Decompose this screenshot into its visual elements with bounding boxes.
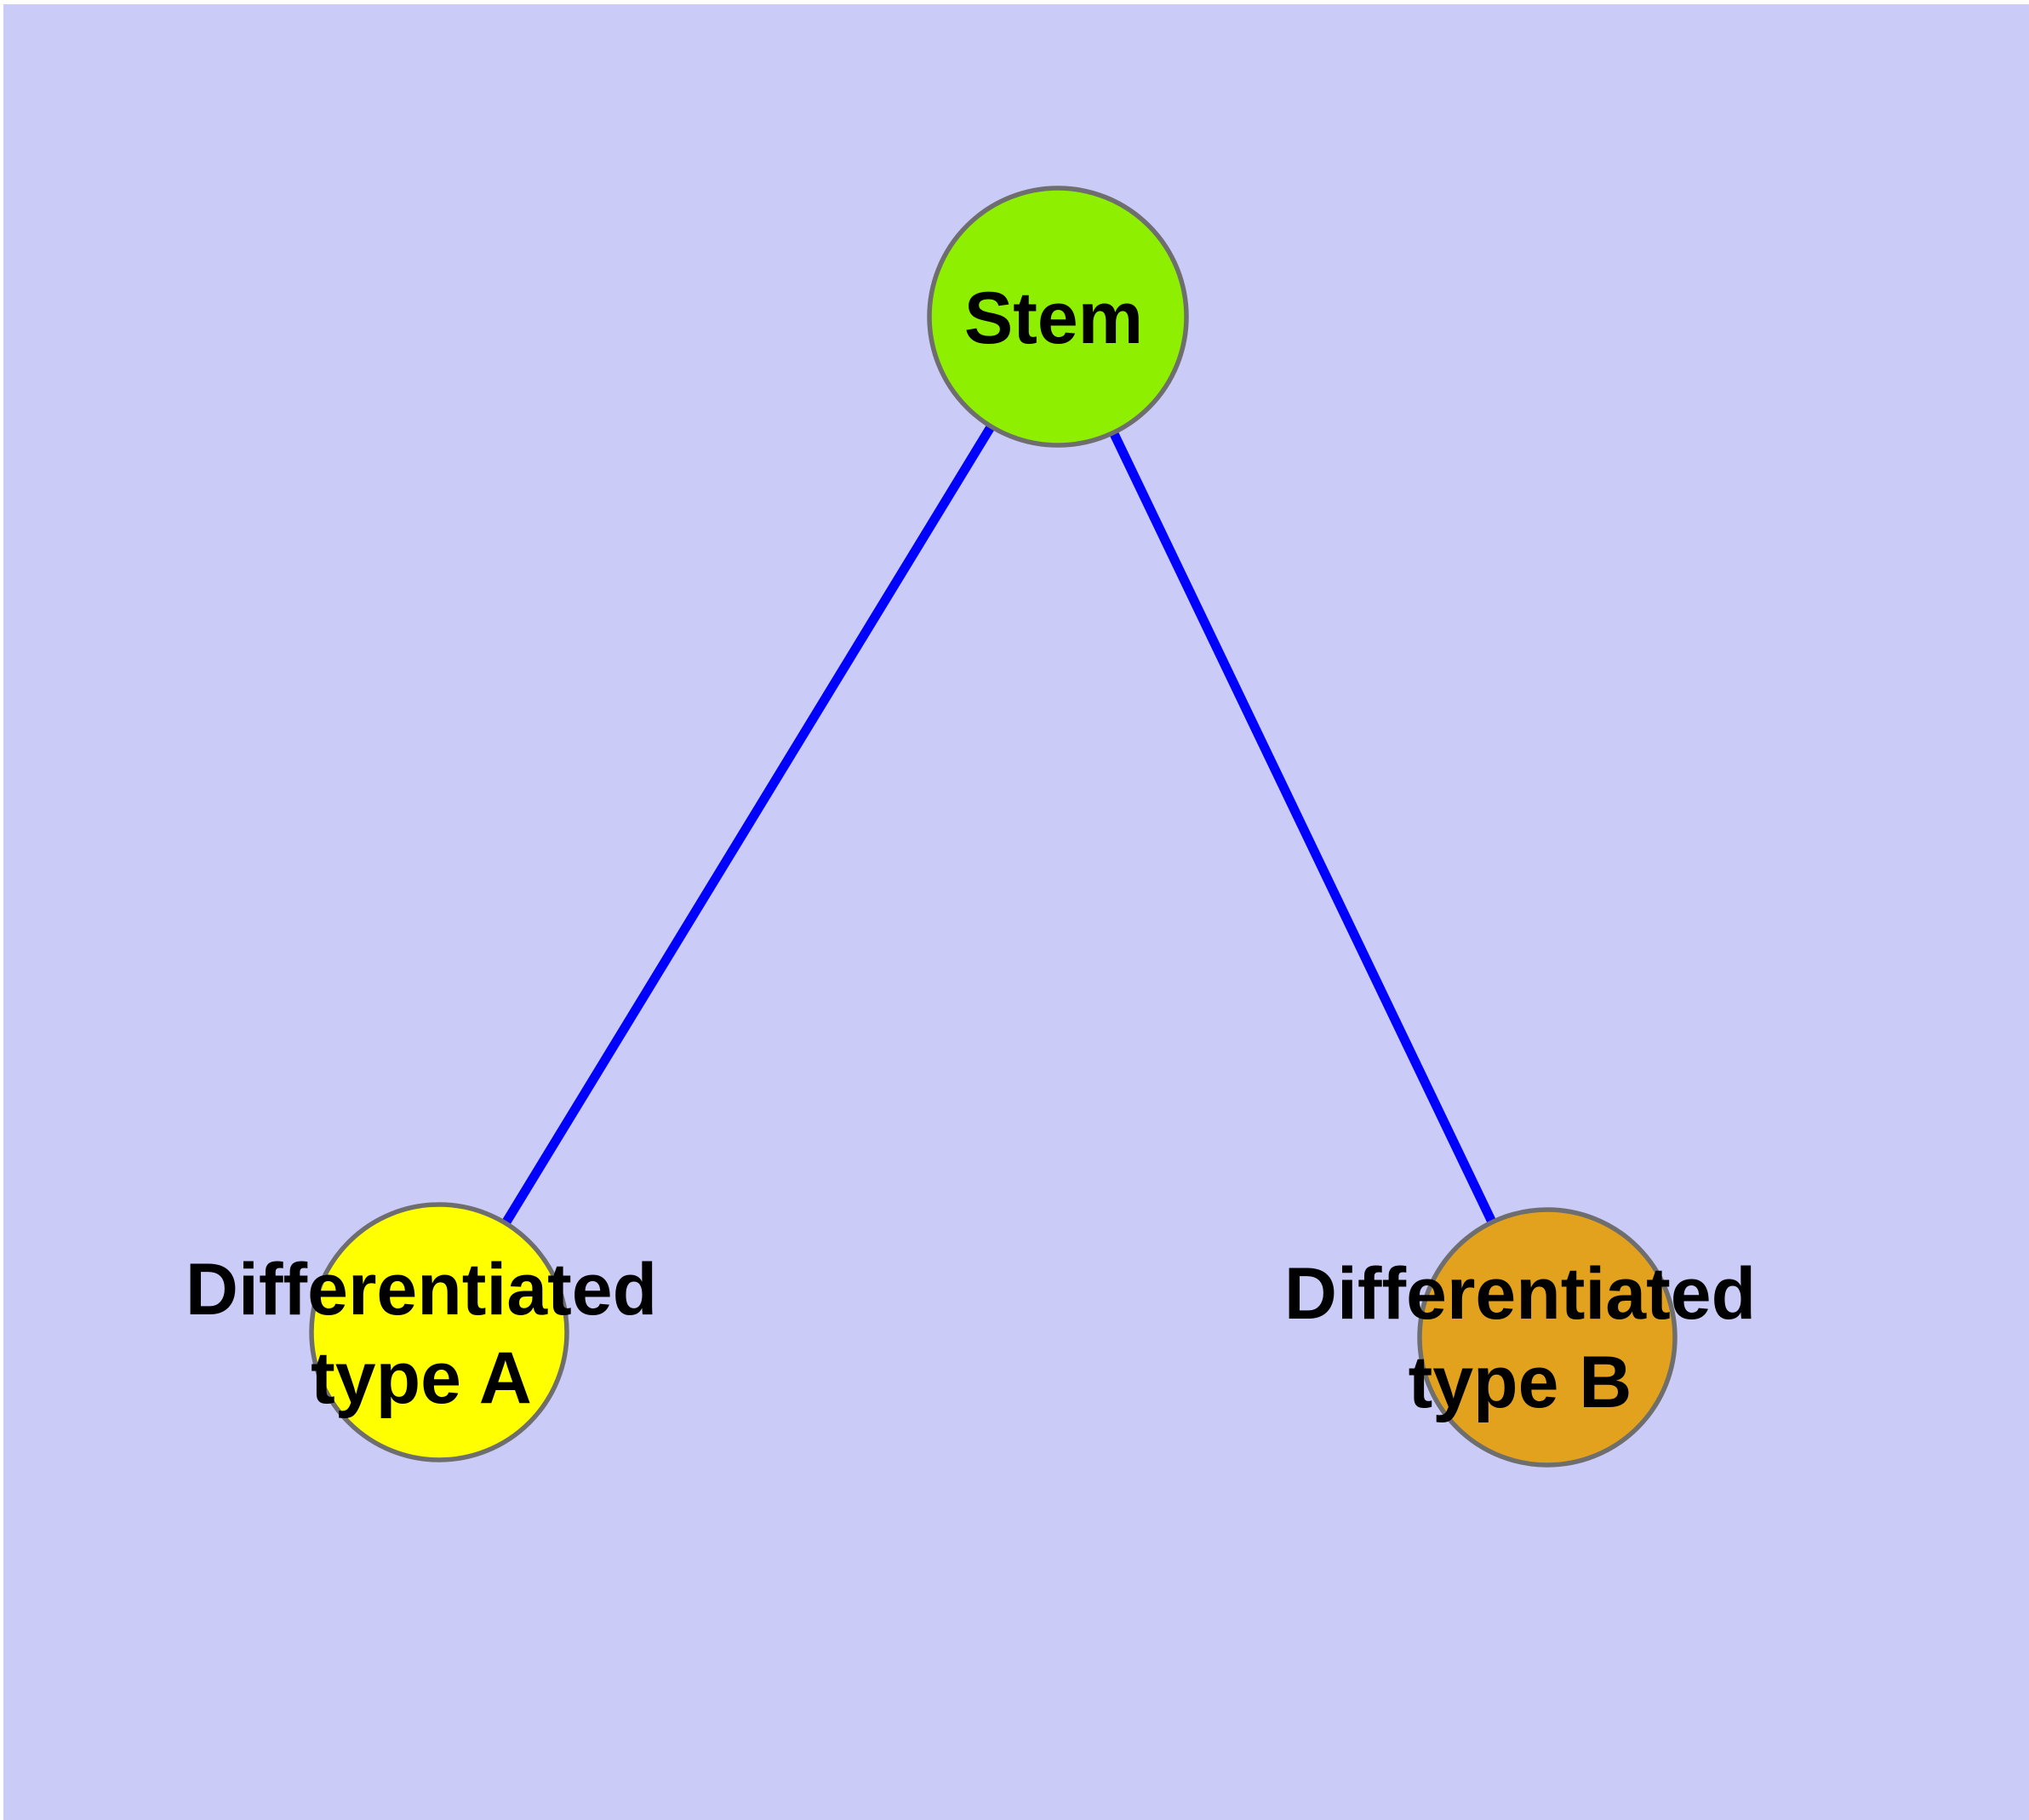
edge-layer <box>435 314 1552 1340</box>
node-differentiated-type-a-circle <box>309 1202 569 1462</box>
node-differentiated-type-a-label-line2: type A <box>311 1337 532 1419</box>
node-differentiated-type-a-label-line1: Differentiated <box>186 1249 657 1331</box>
node-differentiated-type-b-label-line2: type B <box>1409 1342 1632 1423</box>
node-differentiated-type-b: Differentiated type B <box>1284 1207 1756 1468</box>
node-differentiated-type-a: Differentiated type A <box>186 1202 657 1462</box>
node-differentiated-type-b-label-line1: Differentiated <box>1284 1253 1756 1335</box>
edge-stem-to-type-a <box>435 314 1062 1335</box>
node-stem-label: Stem <box>964 278 1143 359</box>
edge-stem-to-type-b <box>1054 314 1552 1340</box>
node-stem-circle <box>927 186 1189 448</box>
node-stem: Stem <box>927 186 1189 448</box>
node-differentiated-type-b-circle <box>1417 1207 1677 1468</box>
